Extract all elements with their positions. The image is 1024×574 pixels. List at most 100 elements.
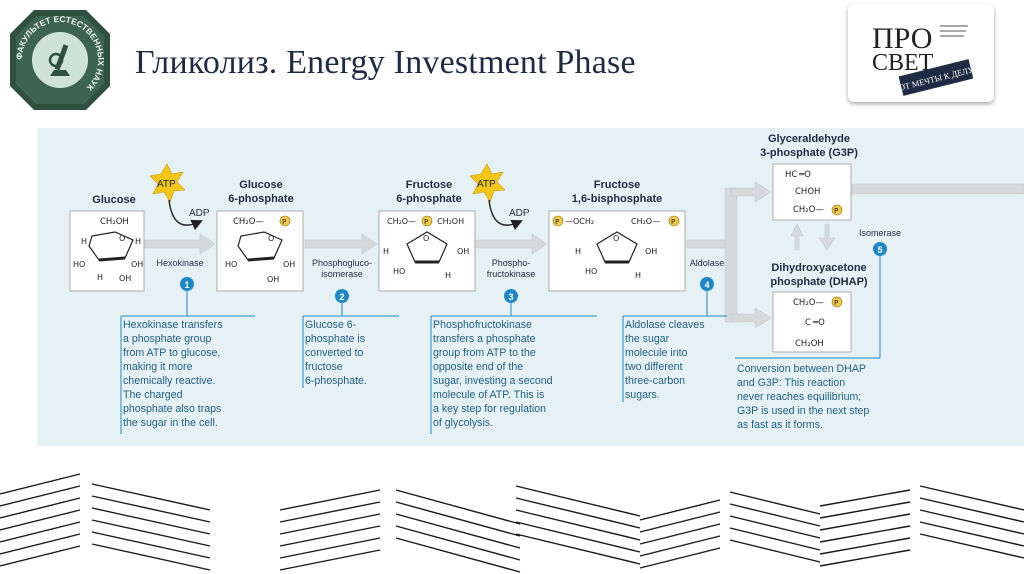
slide-title: Гликолиз. Energy Investment Phase <box>135 44 636 81</box>
svg-text:making it more: making it more <box>123 361 193 373</box>
svg-text:O: O <box>613 234 619 243</box>
svg-text:HO: HO <box>393 267 405 276</box>
svg-text:and G3P: This reaction: and G3P: This reaction <box>737 377 845 389</box>
g3p-label-2: 3-phosphate (G3P) <box>760 147 858 159</box>
svg-text:3: 3 <box>508 292 513 302</box>
svg-text:a key step for regulation: a key step for regulation <box>433 403 546 415</box>
dhap-label-1: Dihydroxyacetone <box>771 262 866 274</box>
glycolysis-diagram: Glucose Glucose 6-phosphate Fructose 6-p… <box>37 128 1024 446</box>
hexokinase-label: Hexokinase <box>156 258 203 268</box>
svg-text:H: H <box>445 271 451 280</box>
faculty-logo: ФАКУЛЬТЕТ ЕСТЕСТВЕННЫХ НАУК <box>10 10 110 110</box>
svg-text:Glucose 6-: Glucose 6- <box>305 319 357 331</box>
svg-text:6-phosphate.: 6-phosphate. <box>305 375 367 387</box>
prosvet-logo-line1: ПРО <box>872 22 932 55</box>
svg-text:P: P <box>834 207 838 215</box>
svg-text:the sugar: the sugar <box>625 333 670 345</box>
prosvet-badge <box>898 59 974 96</box>
svg-text:transfers a phosphate: transfers a phosphate <box>433 333 536 345</box>
svg-text:═O: ═O <box>798 170 811 180</box>
svg-text:ATP: ATP <box>477 179 496 190</box>
atp-curve-1 <box>168 199 203 231</box>
svg-text:P: P <box>282 218 286 226</box>
dhap-label-2: phosphate (DHAP) <box>770 276 868 288</box>
svg-text:HO: HO <box>225 260 237 269</box>
svg-text:chemically reactive.: chemically reactive. <box>123 375 215 387</box>
atp-curve-2 <box>488 199 523 231</box>
svg-text:1: 1 <box>184 280 189 290</box>
svg-text:the sugar in the cell.: the sugar in the cell. <box>123 417 218 429</box>
svg-text:HO: HO <box>585 267 597 276</box>
svg-text:HO: HO <box>73 260 85 269</box>
svg-text:H: H <box>575 247 581 256</box>
pfk-label-2: fructokinase <box>487 269 536 279</box>
svg-text:CH₂O—: CH₂O— <box>793 298 824 308</box>
caption-step5: Conversion between DHAP and G3P: This re… <box>737 363 869 431</box>
f6p-structure: CH₂O— P CH₂OH O H OH HO H <box>378 210 476 292</box>
f16bp-label-1: Fructose <box>594 179 640 191</box>
svg-text:from ATP to glucose,: from ATP to glucose, <box>123 347 220 359</box>
svg-text:OH: OH <box>645 247 657 256</box>
svg-text:molecule into: molecule into <box>625 347 688 359</box>
svg-text:sugars.: sugars. <box>625 389 660 401</box>
svg-text:OH: OH <box>131 260 143 269</box>
atp-star-1: ATP <box>149 163 186 203</box>
svg-text:P: P <box>424 218 428 226</box>
svg-text:OH: OH <box>119 274 131 283</box>
svg-text:CH₂OH: CH₂OH <box>100 217 129 227</box>
svg-text:CH₂O—: CH₂O— <box>793 205 824 215</box>
g6p-label-1: Glucose <box>239 179 282 191</box>
svg-text:H: H <box>635 271 641 280</box>
prosvet-logo: ПРО СВЕТ ОТ МЕЧТЫ К ДЕЛУ <box>848 4 994 102</box>
svg-text:—OCH₂: —OCH₂ <box>565 217 594 226</box>
g3p-label-1: Glyceraldehyde <box>768 133 850 145</box>
svg-text:═O: ═O <box>812 318 825 328</box>
svg-text:fructose: fructose <box>305 361 343 373</box>
decorative-stripes <box>0 473 1024 573</box>
svg-text:O: O <box>119 234 125 243</box>
svg-text:CH₂O—: CH₂O— <box>387 217 416 226</box>
aldolase-label: Aldolase <box>690 258 725 268</box>
g6p-structure: CH₂O— P O HO OH OH <box>216 210 304 292</box>
svg-text:G3P is used in the next step: G3P is used in the next step <box>737 405 869 417</box>
svg-text:never reaches equilibrium;: never reaches equilibrium; <box>737 391 861 403</box>
pfk-label-1: Phospho- <box>492 258 531 268</box>
svg-text:two different: two different <box>625 361 683 373</box>
svg-text:molecule of ATP. This is: molecule of ATP. This is <box>433 389 544 401</box>
svg-text:CHOH: CHOH <box>795 187 820 197</box>
svg-text:O: O <box>268 234 274 243</box>
caption-step4: Aldolase cleaves the sugar molecule into… <box>625 319 705 401</box>
svg-text:OH: OH <box>283 260 295 269</box>
g6p-label-2: 6-phosphate <box>228 193 293 205</box>
atp-star-2: ATP <box>469 163 506 203</box>
step-4: 4 <box>700 277 714 316</box>
svg-text:H: H <box>135 237 141 246</box>
svg-text:of glycolysis.: of glycolysis. <box>433 417 493 429</box>
pgi-label-1: Phosphogluco- <box>312 258 372 268</box>
svg-text:CH₂OH: CH₂OH <box>795 339 824 349</box>
f6p-label-2: 6-phosphate <box>396 193 461 205</box>
svg-text:Conversion between DHAP: Conversion between DHAP <box>737 363 866 375</box>
svg-text:Aldolase cleaves: Aldolase cleaves <box>625 319 705 331</box>
svg-text:group from ATP to the: group from ATP to the <box>433 347 536 359</box>
svg-text:OH: OH <box>267 275 279 284</box>
svg-text:C: C <box>805 318 811 328</box>
f16bp-label-2: 1,6-bisphosphate <box>572 193 662 205</box>
svg-text:The charged: The charged <box>123 389 183 401</box>
svg-text:H: H <box>97 273 103 282</box>
svg-text:HC: HC <box>785 170 797 180</box>
step-1: 1 <box>180 277 194 316</box>
svg-text:P: P <box>671 218 675 226</box>
svg-text:CH₂OH: CH₂OH <box>437 217 464 226</box>
svg-text:phosphate is: phosphate is <box>305 333 365 345</box>
adp-label-1: ADP <box>189 208 210 219</box>
svg-text:H: H <box>383 247 389 256</box>
f16bp-structure: P —OCH₂ CH₂O— P O H OH HO H <box>548 210 686 292</box>
svg-text:2: 2 <box>339 292 344 302</box>
caption-step1: Hexokinase transfers a phosphate group f… <box>123 319 223 429</box>
svg-text:converted to: converted to <box>305 347 363 359</box>
svg-text:Phosphofructokinase: Phosphofructokinase <box>433 319 532 331</box>
glucose-structure: CH₂OH O H H HO OH H OH <box>69 210 145 292</box>
step-3: 3 <box>504 289 518 316</box>
pgi-label-2: isomerase <box>321 269 363 279</box>
